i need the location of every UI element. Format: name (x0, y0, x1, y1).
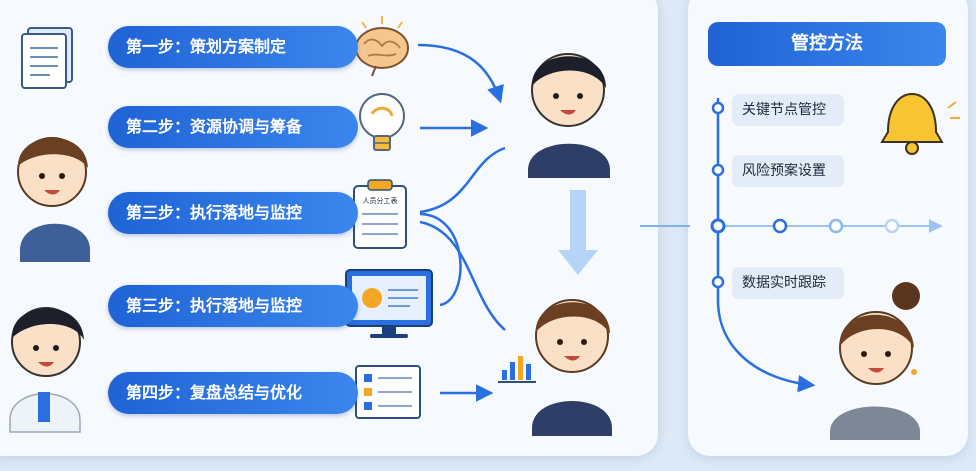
control-method-2: 风险预案设置 (732, 155, 844, 187)
timeline-node (711, 163, 725, 177)
control-method-1: 关键节点管控 (732, 94, 844, 126)
arrow-step3c (419, 212, 462, 307)
timeline-node (711, 275, 725, 289)
step-label: 第三步：执行落地与监控 (126, 296, 303, 315)
step-label: 第一步：策划方案制定 (126, 37, 287, 56)
lightbulb-icon (359, 93, 405, 151)
document-icon (21, 27, 73, 89)
step-label: 第三步：执行落地与监控 (126, 203, 303, 222)
timeline-node (772, 218, 788, 234)
timeline-node (884, 218, 900, 234)
checklist-icon (355, 365, 421, 419)
step-label: 第二步：资源协调与筹备 (126, 117, 303, 136)
step-label: 第四步：复盘总结与优化 (126, 383, 303, 402)
clipboard-icon (353, 179, 407, 249)
character-avatar-left-bottom (9, 307, 84, 433)
character-avatar-center-top (528, 53, 610, 178)
brain-icon (355, 16, 409, 77)
timeline-node (710, 218, 726, 234)
control-method-3: 数据实时跟踪 (732, 267, 844, 299)
clipboard-caption: 人员分工表 (362, 197, 398, 205)
step-pill-3b: 第三步：执行落地与监控 (108, 285, 358, 327)
arrow-step3b (419, 220, 506, 331)
step-pill-3: 第三步：执行落地与监控 (108, 192, 358, 234)
method-label: 关键节点管控 (742, 102, 826, 118)
control-title-banner: 管控方法 (708, 22, 946, 66)
down-arrow-icon (558, 190, 598, 275)
arrow-step1 (417, 43, 504, 104)
timeline-node (828, 218, 844, 234)
arrow-step3a (419, 146, 506, 214)
character-avatar-right (830, 282, 920, 440)
control-panel (688, 0, 968, 456)
character-avatar-center-bottom (532, 299, 612, 436)
bar-chart-icon (498, 356, 536, 383)
method-label: 数据实时跟踪 (742, 275, 826, 291)
step-pill-2: 第二步：资源协调与筹备 (108, 106, 358, 148)
step-pill-4: 第四步：复盘总结与优化 (108, 372, 358, 414)
monitor-icon (345, 269, 433, 338)
control-title: 管控方法 (791, 33, 863, 54)
step-pill-1: 第一步：策划方案制定 (108, 26, 358, 68)
method-label: 风险预案设置 (742, 163, 826, 179)
timeline-line (716, 98, 816, 393)
bell-icon (880, 92, 960, 155)
character-avatar-left-top (17, 137, 90, 262)
timeline-node (711, 101, 725, 115)
